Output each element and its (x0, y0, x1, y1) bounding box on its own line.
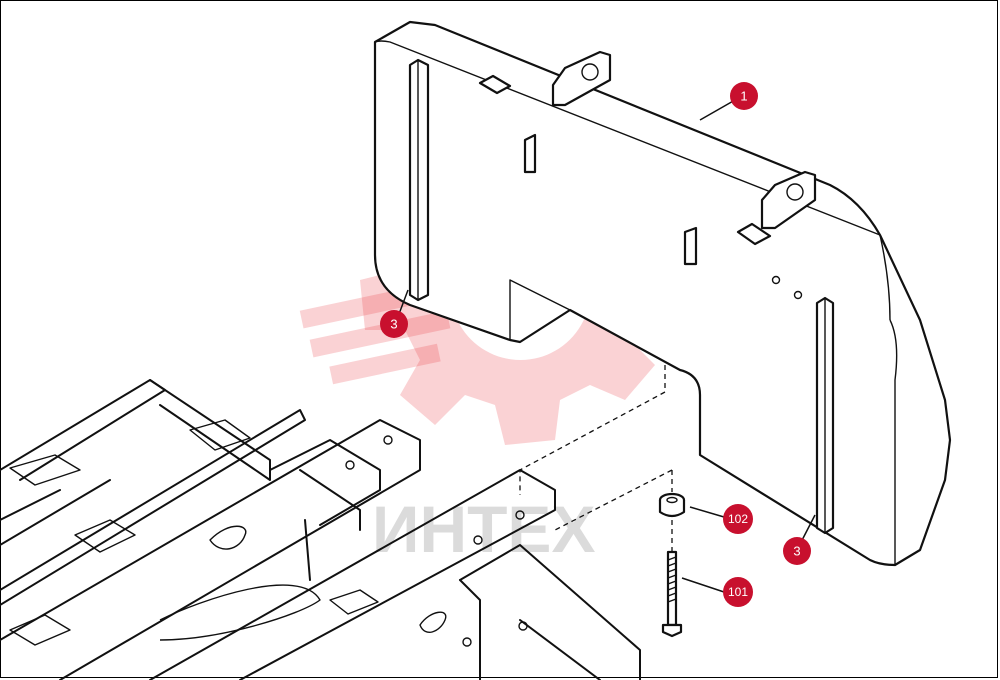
mount-slot-left (523, 133, 537, 174)
mount-plate-top-right (736, 222, 772, 246)
rubber-strip-right (815, 296, 835, 535)
mount-slot-right (683, 226, 698, 266)
callout-101-label: 101 (728, 585, 748, 599)
callout-1-label: 1 (740, 89, 747, 104)
callout-1: 1 (730, 82, 758, 110)
callout-3-right-label: 3 (793, 544, 800, 559)
counterweight-panel (373, 20, 952, 567)
callout-3-left: 3 (380, 310, 408, 338)
callout-3-left-label: 3 (390, 317, 397, 332)
machine-frame (0, 379, 641, 680)
washer-part (658, 492, 686, 518)
watermark-text: ИНТЕХ (372, 492, 595, 566)
rubber-strip-left (408, 58, 430, 302)
callout-101: 101 (723, 577, 753, 607)
callout-102: 102 (723, 504, 753, 534)
callout-3-right: 3 (783, 537, 811, 565)
bolt-part (661, 550, 683, 638)
lifting-eye-right (760, 170, 817, 230)
mount-plate-top-left (478, 74, 512, 95)
lifting-eye-left (551, 50, 612, 107)
callout-102-label: 102 (728, 512, 748, 526)
assembly-lines (519, 365, 673, 552)
